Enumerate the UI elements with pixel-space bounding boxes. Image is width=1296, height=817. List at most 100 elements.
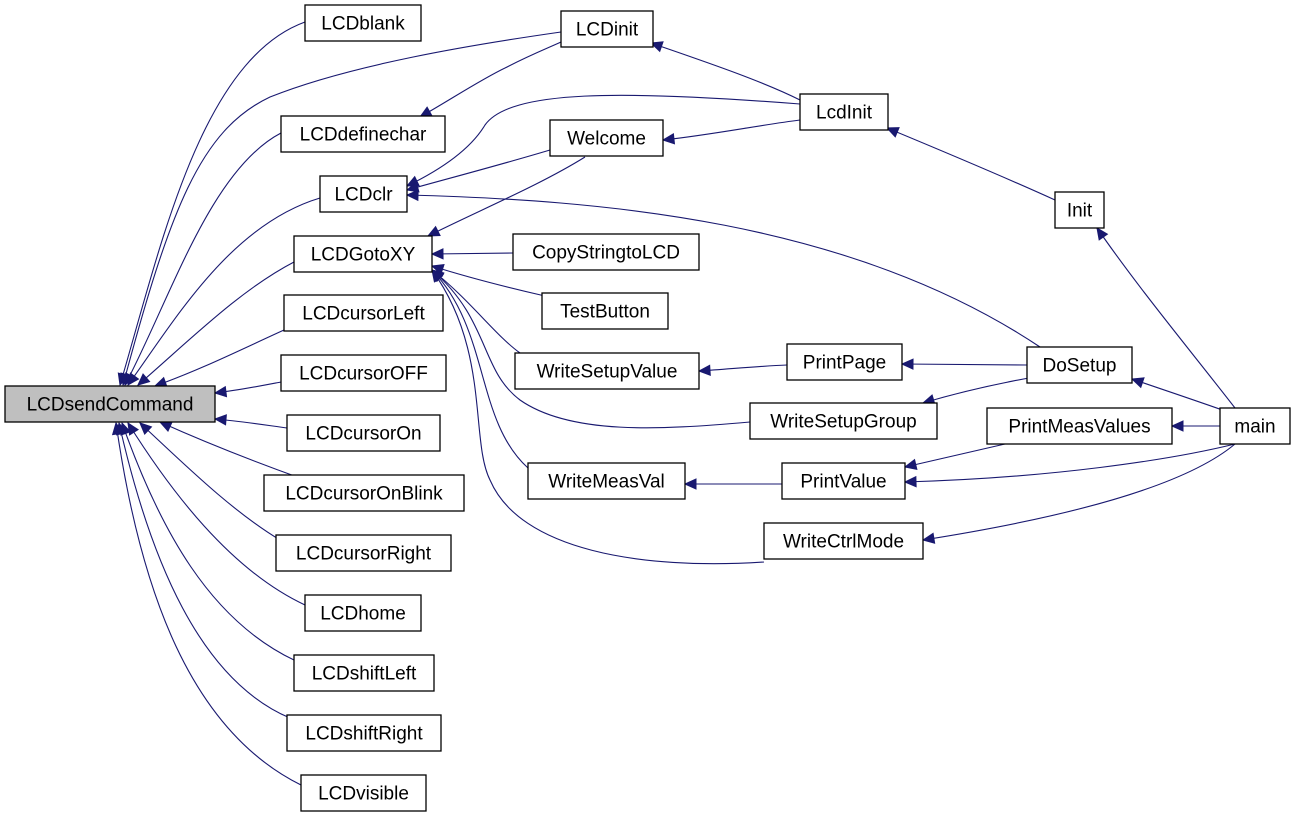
call-nodes: LCDsendCommand LCDblankLCDdefinecharLCDcl… bbox=[4, 4, 1291, 812]
edge-line bbox=[1131, 378, 1229, 413]
node-lcdcursoron[interactable]: LCDcursorOn bbox=[286, 414, 441, 452]
arrowhead-icon bbox=[921, 532, 936, 544]
node-box[interactable] bbox=[549, 119, 664, 157]
edge-line bbox=[431, 269, 751, 429]
arrowhead-icon bbox=[158, 421, 173, 432]
node-label: PrintValue bbox=[800, 472, 886, 493]
node-printvalue[interactable]: PrintValue bbox=[781, 462, 906, 500]
node-box[interactable] bbox=[293, 235, 433, 273]
edge-n_welcome-to-n_gotoxy bbox=[426, 156, 586, 237]
node-box[interactable] bbox=[304, 594, 422, 632]
node-label: LCDdefinechar bbox=[300, 125, 427, 146]
node-lcdcursoroff[interactable]: LCDcursorOFF bbox=[280, 354, 447, 392]
node-box[interactable] bbox=[786, 343, 903, 381]
node-box[interactable] bbox=[286, 414, 441, 452]
node-label: LCDcursorRight bbox=[296, 544, 432, 565]
node-box[interactable] bbox=[286, 714, 442, 752]
node-box[interactable] bbox=[319, 175, 408, 213]
node-lcddefinechar[interactable]: LCDdefinechar bbox=[280, 115, 446, 153]
node-writectrlmode[interactable]: WriteCtrlMode bbox=[763, 522, 924, 560]
edge-n_definechar-to-n_send bbox=[124, 132, 282, 387]
node-box[interactable] bbox=[763, 522, 924, 560]
node-printpage[interactable]: PrintPage bbox=[786, 343, 903, 381]
node-box[interactable] bbox=[541, 292, 669, 330]
node-lcdclr[interactable]: LCDclr bbox=[319, 175, 408, 213]
node-box[interactable] bbox=[1054, 191, 1105, 229]
node-writesetupgroup[interactable]: WriteSetupGroup bbox=[749, 402, 938, 440]
node-box[interactable] bbox=[275, 534, 452, 572]
node-testbutton[interactable]: TestButton bbox=[541, 292, 669, 330]
node-main[interactable]: main bbox=[1219, 407, 1291, 445]
node-lcdgotoxy[interactable]: LCDGotoXY bbox=[293, 235, 433, 273]
edge-line bbox=[662, 119, 801, 141]
node-lcdvisible[interactable]: LCDvisible bbox=[300, 774, 427, 812]
arrowhead-icon bbox=[213, 414, 227, 426]
node-lcdinit[interactable]: LCDinit bbox=[560, 10, 654, 48]
edge-line bbox=[406, 194, 1041, 348]
node-box[interactable] bbox=[283, 294, 444, 332]
node-init[interactable]: Init bbox=[1054, 191, 1105, 229]
node-printmeasvalues[interactable]: PrintMeasValues bbox=[986, 407, 1173, 445]
node-label: WriteSetupGroup bbox=[770, 412, 916, 433]
node-box[interactable] bbox=[781, 462, 906, 500]
edge-line bbox=[698, 364, 788, 372]
edge-line bbox=[121, 422, 295, 661]
arrowhead-icon bbox=[649, 41, 664, 53]
node-box[interactable] bbox=[4, 385, 216, 423]
node-lcdhome[interactable]: LCDhome bbox=[304, 594, 422, 632]
node-box[interactable] bbox=[304, 4, 422, 42]
node-copystringtolcd[interactable]: CopyStringtoLCD bbox=[512, 233, 700, 271]
node-label: LCDcursorOnBlink bbox=[285, 484, 443, 505]
node-lcdsendcommand[interactable]: LCDsendCommand bbox=[4, 385, 216, 423]
node-lcdshiftright[interactable]: LCDshiftRight bbox=[286, 714, 442, 752]
node-box[interactable] bbox=[280, 354, 447, 392]
edge-n_welcome-to-n_clr bbox=[405, 149, 551, 193]
node-box[interactable] bbox=[1026, 346, 1133, 384]
node-dosetup[interactable]: DoSetup bbox=[1026, 346, 1133, 384]
node-box[interactable] bbox=[300, 774, 427, 812]
node-box[interactable] bbox=[293, 654, 435, 692]
edge-line bbox=[406, 149, 551, 191]
node-box[interactable] bbox=[280, 115, 446, 153]
node-box[interactable] bbox=[560, 10, 654, 48]
arrowhead-icon bbox=[661, 133, 676, 145]
node-box[interactable] bbox=[986, 407, 1173, 445]
node-writemeasval[interactable]: WriteMeasVal bbox=[527, 462, 686, 500]
node-box[interactable] bbox=[263, 474, 465, 512]
node-box[interactable] bbox=[799, 93, 889, 131]
edge-n_visible-to-n_send bbox=[111, 421, 302, 786]
node-box[interactable] bbox=[512, 233, 700, 271]
node-label: PrintPage bbox=[803, 353, 886, 374]
node-label: LCDshiftRight bbox=[305, 724, 423, 745]
edge-line bbox=[650, 42, 801, 101]
node-box[interactable] bbox=[527, 462, 686, 500]
edge-n_printvalue-to-n_wmv bbox=[683, 478, 782, 490]
node-label: Welcome bbox=[567, 129, 646, 150]
node-lcdcursorright[interactable]: LCDcursorRight bbox=[275, 534, 452, 572]
node-lcdcursoronblink[interactable]: LCDcursorOnBlink bbox=[263, 474, 465, 512]
node-welcome[interactable]: Welcome bbox=[549, 119, 664, 157]
node-box[interactable] bbox=[514, 352, 700, 390]
node-writesetupvalue[interactable]: WriteSetupValue bbox=[514, 352, 700, 390]
arrowhead-icon bbox=[903, 458, 918, 471]
edge-line bbox=[904, 443, 1006, 468]
edge-n_printpage-to-n_wsv bbox=[697, 364, 788, 377]
node-label: LCDblank bbox=[321, 14, 405, 35]
edge-line bbox=[115, 422, 302, 786]
edge-line bbox=[922, 375, 1041, 404]
node-box[interactable] bbox=[749, 402, 938, 440]
edge-n_init-to-n_definechar bbox=[418, 41, 562, 118]
edge-line bbox=[886, 127, 1056, 201]
edge-n_lcdinit2-to-n_welcome bbox=[661, 119, 801, 145]
edge-line bbox=[118, 422, 291, 719]
node-lcdblank[interactable]: LCDblank bbox=[304, 4, 422, 42]
edge-n_initfn-to-n_lcdinit2 bbox=[885, 127, 1056, 201]
arrowhead-icon bbox=[120, 372, 132, 387]
node-lcdshiftleft[interactable]: LCDshiftLeft bbox=[293, 654, 435, 692]
edge-line bbox=[406, 94, 801, 187]
arrowhead-icon bbox=[137, 373, 151, 386]
node-lcdcursorleft[interactable]: LCDcursorLeft bbox=[283, 294, 444, 332]
node-box[interactable] bbox=[1219, 407, 1291, 445]
arrowhead-icon bbox=[111, 421, 124, 436]
node-lcdinit[interactable]: LcdInit bbox=[799, 93, 889, 131]
